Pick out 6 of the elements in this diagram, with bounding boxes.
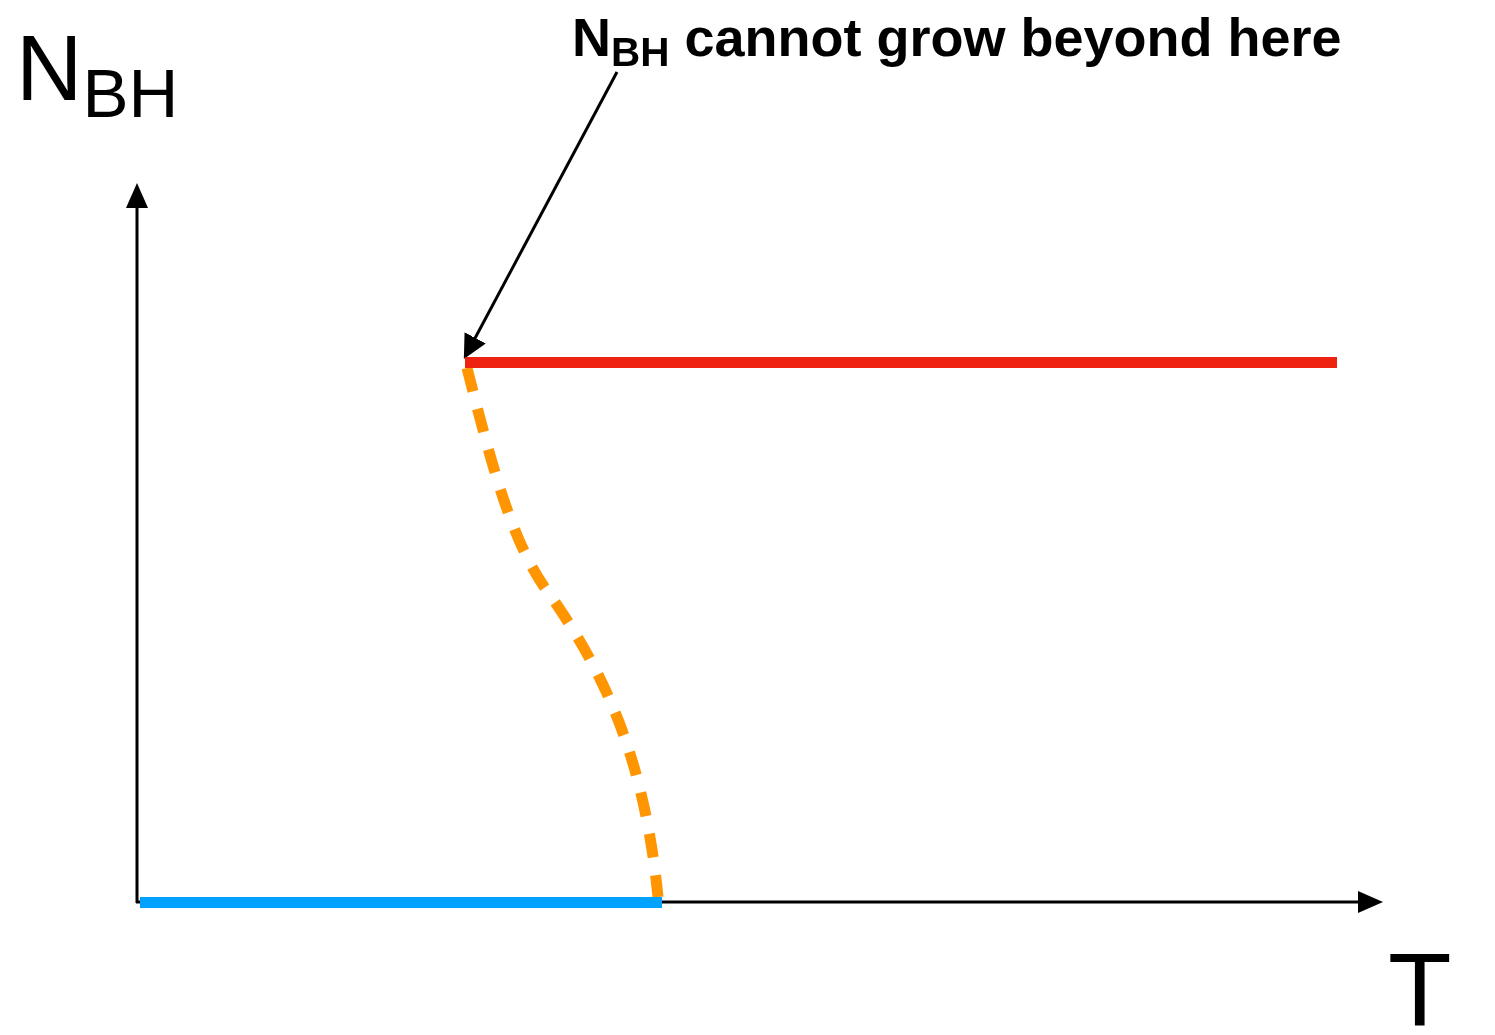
arrow xyxy=(463,71,619,360)
line-bar xyxy=(465,357,1337,368)
dashed-curve xyxy=(461,366,664,898)
line-bar xyxy=(140,897,662,908)
annotation-text: N$_{BH}$ cannot grow beyond here xyxy=(572,2,1342,72)
axis-label: T xyxy=(1388,938,1452,1035)
